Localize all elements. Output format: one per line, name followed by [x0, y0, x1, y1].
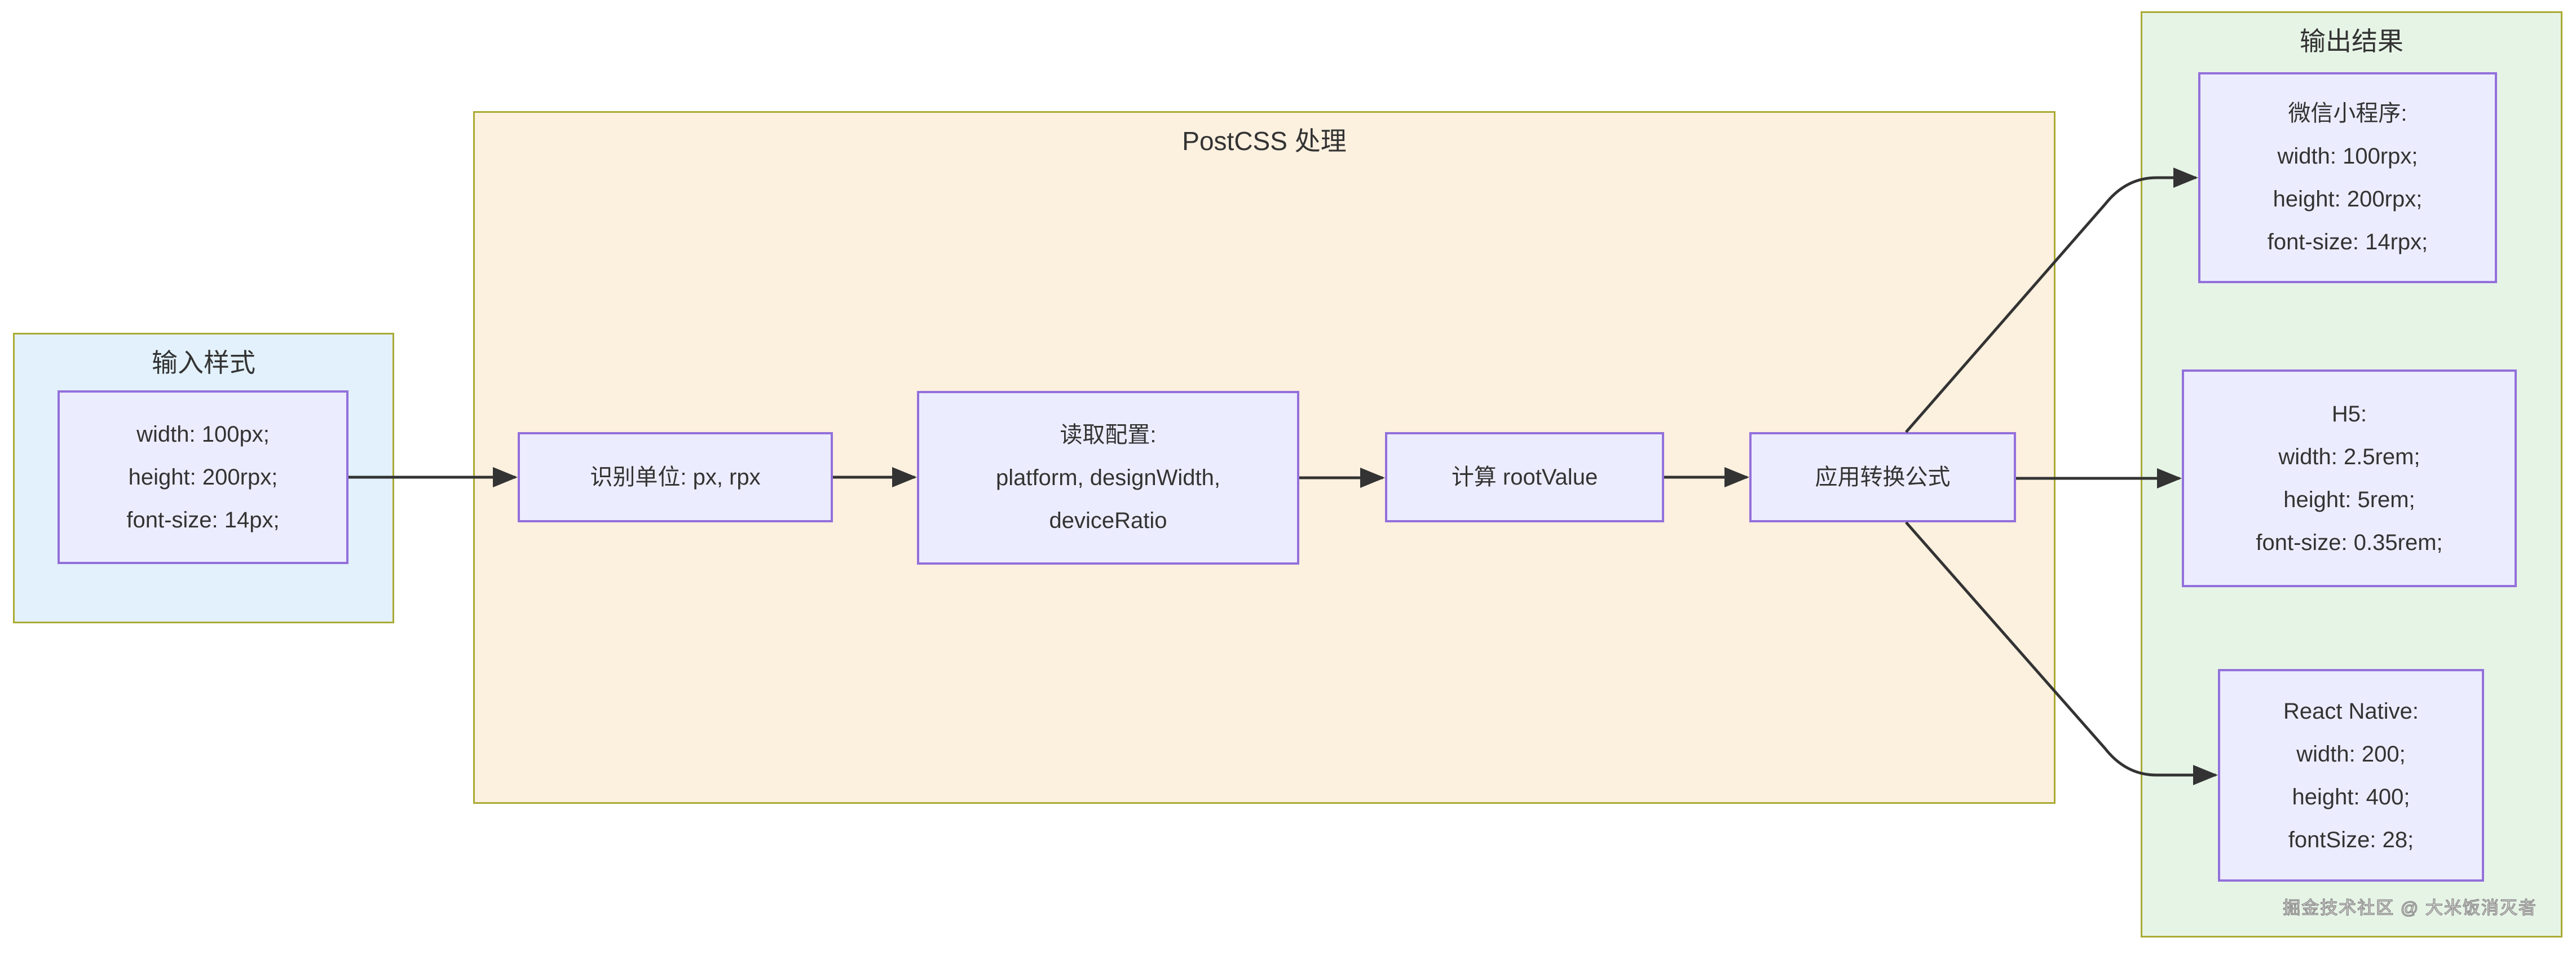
cluster-output-title: 输出结果 [2300, 27, 2403, 56]
node-read-config: 读取配置: platform, designWidth, deviceRatio [917, 391, 1299, 565]
node-react-native: React Native: width: 200; height: 400; f… [2218, 669, 2484, 882]
node-line: height: 200rpx; [2273, 187, 2423, 212]
node-line: H5: [2331, 402, 2367, 426]
node-line: platform, designWidth, [996, 465, 1220, 490]
node-line: fontSize: 28; [2288, 827, 2414, 852]
node-line: deviceRatio [1049, 508, 1167, 533]
node-h5: H5: width: 2.5rem; height: 5rem; font-si… [2182, 369, 2517, 587]
node-line: height: 200rpx; [128, 465, 278, 490]
node-line: font-size: 0.35rem; [2256, 530, 2443, 555]
node-line: React Native: [2283, 698, 2419, 724]
node-line: 微信小程序: [2288, 101, 2407, 126]
node-line: width: 100px; [136, 422, 270, 447]
node-calc-rootvalue: 计算 rootValue [1385, 432, 1664, 522]
node-line: width: 100rpx; [2277, 144, 2418, 169]
node-input-style: width: 100px; height: 200rpx; font-size:… [58, 390, 349, 564]
node-line: font-size: 14px; [126, 508, 280, 532]
node-line: width: 200; [2296, 741, 2406, 767]
node-line: 应用转换公式 [1815, 465, 1951, 490]
node-line: 计算 rootValue [1451, 465, 1598, 490]
node-wechat-miniprogram: 微信小程序: width: 100rpx; height: 200rpx; fo… [2198, 72, 2497, 283]
node-line: 识别单位: px, rpx [590, 465, 761, 490]
cluster-input-title: 输入样式 [152, 348, 255, 377]
watermark: 掘金技术社区 @ 大米饭消灭者 [2282, 897, 2537, 918]
node-line: width: 2.5rem; [2278, 445, 2420, 469]
node-apply-formula: 应用转换公式 [1749, 432, 2016, 522]
node-line: 读取配置: [1060, 423, 1157, 447]
cluster-postcss-title: PostCSS 处理 [1182, 126, 1347, 156]
node-line: font-size: 14rpx; [2267, 230, 2428, 254]
node-line: height: 400; [2292, 784, 2410, 809]
node-line: height: 5rem; [2283, 487, 2415, 512]
node-recognize-units: 识别单位: px, rpx [518, 432, 833, 522]
